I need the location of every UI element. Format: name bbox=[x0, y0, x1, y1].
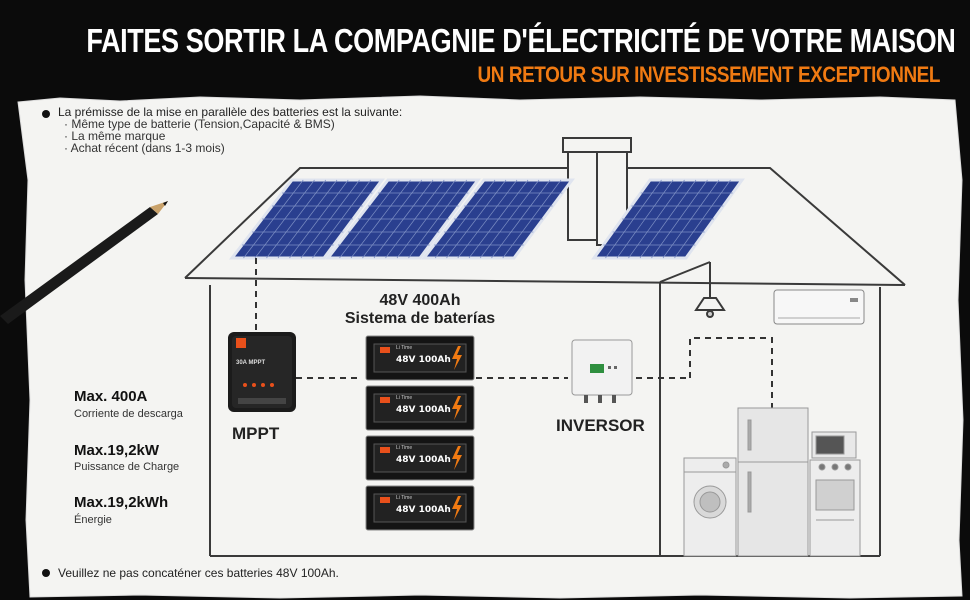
battery-indicator bbox=[380, 397, 390, 403]
inverter-label: INVERSOR bbox=[556, 416, 645, 435]
lightning-icon bbox=[452, 496, 462, 520]
air-conditioner-icon bbox=[773, 289, 865, 325]
lightning-icon bbox=[452, 446, 462, 470]
house-roof-line bbox=[184, 167, 906, 286]
washing-machine-icon bbox=[683, 457, 737, 557]
battery-capacity-label: 48V 100Ah bbox=[396, 355, 451, 365]
battery-indicator bbox=[380, 347, 390, 353]
battery-brand-label: Li Time bbox=[396, 395, 413, 401]
mppt-device-text: 30A MPPT bbox=[236, 360, 266, 366]
spec-label-current: Corriente de descarga bbox=[74, 408, 183, 420]
battery-brand-label: Li Time bbox=[396, 445, 413, 451]
microwave-icon bbox=[811, 431, 857, 459]
solar-panels bbox=[228, 178, 745, 260]
premise-intro: La prémisse de la mise en parallèle des … bbox=[58, 105, 403, 119]
lamp-icon bbox=[694, 262, 726, 318]
mppt-controller bbox=[228, 332, 296, 412]
system-name-label: Sistema de baterías bbox=[344, 310, 496, 327]
spec-label-power: Puissance de Charge bbox=[74, 461, 180, 473]
battery-indicator bbox=[380, 497, 390, 503]
battery-indicator bbox=[380, 447, 390, 453]
battery-capacity-label: 48V 100Ah bbox=[396, 505, 451, 515]
premise-item: · La même marque bbox=[64, 129, 166, 143]
pencil-icon bbox=[0, 201, 168, 324]
premise-note: La prémisse de la mise en parallèle des … bbox=[58, 106, 478, 154]
lightning-icon bbox=[452, 396, 462, 420]
spec-value-power: Max.19,2kW bbox=[74, 442, 160, 459]
bullet-icon bbox=[42, 110, 50, 118]
lightning-icon bbox=[452, 346, 462, 370]
system-voltage-label: 48V 400Ah bbox=[379, 292, 461, 309]
premise-item: · Même type de batterie (Tension,Capacit… bbox=[64, 117, 335, 131]
page-subtitle: UN RETOUR SUR INVESTISSEMENT EXCEPTIONNE… bbox=[477, 62, 941, 87]
spec-value-energy: Max.19,2kWh bbox=[74, 494, 169, 511]
footer-note: Veuillez ne pas concaténer ces batteries… bbox=[58, 566, 339, 580]
battery-brand-label: Li Time bbox=[396, 495, 413, 501]
fridge-icon bbox=[737, 407, 809, 557]
premise-item: · Achat récent (dans 1-3 mois) bbox=[64, 141, 225, 155]
spec-label-energy: Énergie bbox=[74, 514, 112, 526]
battery-stack bbox=[365, 335, 475, 531]
battery-capacity-label: 48V 100Ah bbox=[396, 455, 451, 465]
page-title: FAITES SORTIR LA COMPAGNIE D'ÉLECTRICITÉ… bbox=[86, 22, 956, 59]
battery-brand-label: Li Time bbox=[396, 345, 413, 351]
stove-icon bbox=[809, 459, 861, 557]
bullet-icon bbox=[42, 569, 50, 577]
mppt-label: MPPT bbox=[232, 424, 280, 443]
spec-value-current: Max. 400A bbox=[74, 388, 148, 405]
battery-capacity-label: 48V 100Ah bbox=[396, 405, 451, 415]
inverter-unit bbox=[571, 339, 633, 403]
